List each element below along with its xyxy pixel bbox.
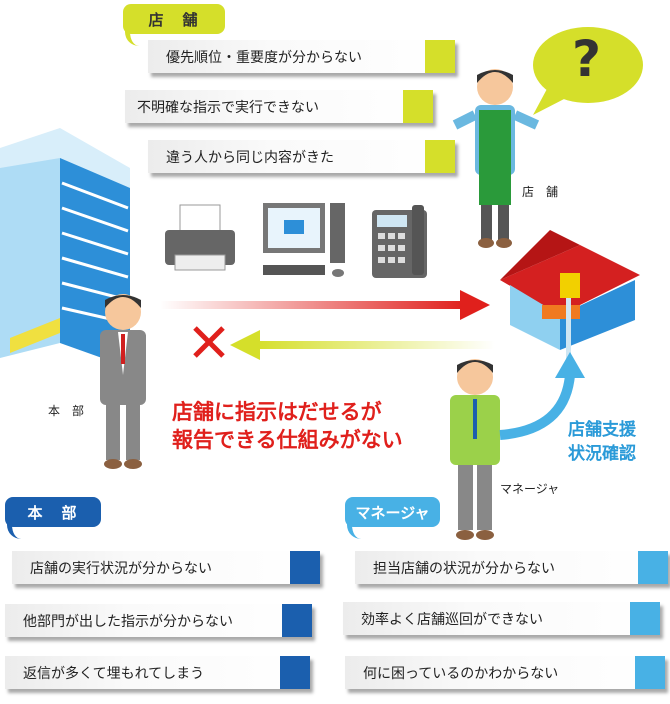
support-line-2: 状況確認 (568, 444, 636, 464)
store-building-icon (500, 230, 640, 365)
instruction-arrow (160, 290, 490, 320)
issue-text: 効率よく店舗巡回ができない (361, 611, 543, 628)
issue-text: 違う人から同じ内容がきた (166, 149, 334, 166)
manager-issue-1: 担当店舗の状況が分からない (355, 551, 668, 584)
headline: 店舗に指示はだせるが 報告できる仕組みがない (172, 398, 403, 454)
headline-line-1: 店舗に指示はだせるが (172, 400, 382, 424)
support-line-1: 店舗支援 (568, 420, 636, 440)
store-clerk-figure (452, 69, 540, 248)
manager-tag: マネージャ (345, 497, 440, 539)
headline-line-2: 報告できる仕組みがない (172, 428, 403, 452)
store-issue-2: 不明確な指示で実行できない (125, 90, 433, 123)
manager-issue-2: 効率よく店舗巡回ができない (343, 602, 660, 635)
issue-text: 何に困っているのかわからない (363, 665, 559, 682)
store-issue-1: 優先順位・重要度が分からない (148, 40, 455, 73)
hq-person-figure (100, 294, 146, 469)
hq-person-label: 本 部 (48, 404, 85, 418)
hq-issue-2: 他部門が出した指示が分からない (5, 604, 312, 637)
question-mark: ? (572, 30, 602, 88)
store-tag: 店 舗 (123, 4, 225, 46)
issue-text: 店舗の実行状況が分からない (30, 560, 212, 577)
phone-icon (372, 205, 427, 278)
manager-figure (450, 359, 500, 540)
hq-tag: 本 部 (5, 497, 101, 539)
issue-text: 優先順位・重要度が分からない (166, 49, 362, 66)
question-bubble (533, 27, 643, 115)
report-arrow (230, 330, 495, 360)
support-text: 店舗支援 状況確認 (568, 418, 636, 466)
manager-issue-3: 何に困っているのかわからない (345, 656, 665, 689)
manager-person-label: マネージャ (500, 482, 560, 496)
hq-issue-1: 店舗の実行状況が分からない (12, 551, 320, 584)
computer-icon (263, 203, 345, 277)
blocked-x-icon (193, 326, 225, 358)
fax-icon (165, 204, 235, 271)
issue-text: 不明確な指示で実行できない (137, 99, 319, 116)
store-person-label: 店 舗 (522, 185, 559, 199)
store-issue-3: 違う人から同じ内容がきた (148, 140, 455, 173)
issue-text: 他部門が出した指示が分からない (23, 613, 233, 630)
issue-text: 返信が多くて埋もれてしまう (23, 665, 205, 682)
hq-issue-3: 返信が多くて埋もれてしまう (5, 656, 310, 689)
issue-text: 担当店舗の状況が分からない (373, 560, 555, 577)
support-arrow (499, 352, 585, 440)
